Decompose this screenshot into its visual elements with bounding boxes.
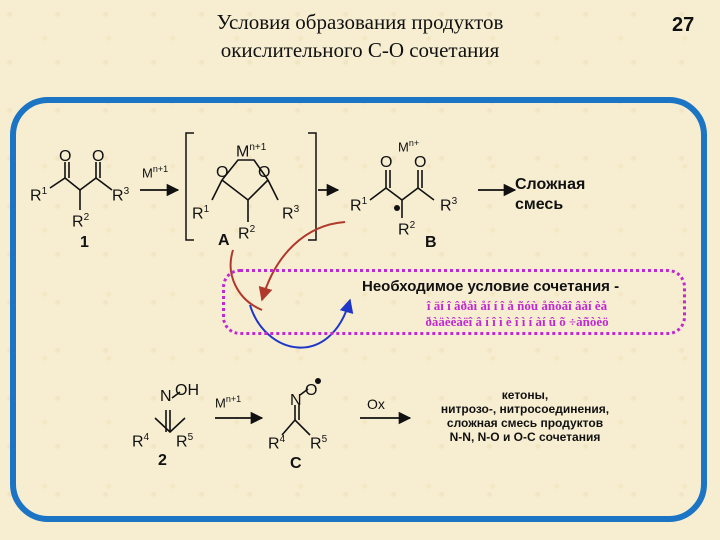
reagent-bottom: Mn+1 [215, 394, 242, 411]
top-products-line1: Сложная [515, 176, 586, 193]
intermediate-B-label: B [425, 234, 437, 251]
intermediate-C-structure [281, 388, 311, 436]
bottom-products-line3: сложная смесь продуктов [446, 416, 604, 430]
compound-2-label: 2 [158, 452, 167, 469]
condition-title: Необходимое условие сочетания - [362, 278, 620, 295]
blue-cycle-arrow [249, 298, 354, 349]
atom-O: O [258, 164, 271, 181]
intermediate-B-structure [369, 170, 435, 218]
atom-O: O [414, 154, 427, 171]
atom-R1: R1 [30, 186, 48, 205]
title-line-2: окислительного С-О сочетания [220, 38, 500, 62]
top-products-line2: смесь [515, 196, 564, 213]
atom-R2: R2 [72, 212, 90, 231]
compound-1-structure [49, 162, 113, 210]
atom-N: N [160, 388, 172, 405]
page-number: 27 [672, 14, 695, 36]
oxidant-label: Ox [367, 396, 385, 412]
bottom-products-line2: нитрозо-, нитросоединения, [440, 402, 610, 416]
intermediate-A-structure [211, 159, 279, 222]
condition-line-2: ðàäèêàëî â í î ì è î ì í àí û õ ÷àñòèö [425, 314, 609, 329]
title-line-1: Условия образования продуктов [216, 10, 504, 34]
scheme-frame [10, 97, 707, 522]
top-products: Сложная смесь [515, 175, 585, 215]
atom-O: O [380, 154, 393, 171]
atom-R3: R3 [282, 204, 300, 223]
atom-R2: R2 [238, 224, 256, 243]
compound-2-structure [154, 391, 186, 434]
atom-OH: OH [175, 382, 199, 399]
atom-R5: R5 [176, 432, 194, 451]
atom-O: O [92, 148, 105, 165]
atom-R3: R3 [112, 186, 130, 205]
radical-dot-C [315, 378, 321, 384]
bracket-left [185, 132, 194, 241]
atom-R4: R4 [132, 432, 150, 451]
intermediate-A-label: A [218, 232, 230, 249]
bracket-right [308, 132, 317, 241]
atom-R5: R5 [310, 434, 328, 453]
atom-R4: R4 [268, 434, 286, 453]
condition-line-1: î äí î âðåì åí í î å ñóù åñòâî âàí èå [426, 298, 608, 313]
red-arrow-B-to-cycle [258, 221, 346, 302]
atom-R2: R2 [398, 220, 416, 239]
atom-N: N [290, 392, 302, 409]
reagent-top: Mn+1 [142, 164, 169, 181]
bottom-products-line4: N-N, N-O и О-С сочетания [449, 430, 601, 444]
slide-title: Условия образования продуктов окислитель… [150, 8, 570, 64]
radical-dot-B [394, 205, 400, 211]
atom-O: O [216, 164, 229, 181]
atom-R3: R3 [440, 196, 458, 215]
bottom-products-line1: кетоны, [501, 388, 549, 402]
atom-O: O [59, 148, 72, 165]
intermediate-C-label: C [290, 455, 302, 472]
condition-box [222, 269, 686, 335]
reagent-B: Mn+ [398, 138, 420, 155]
compound-1-label: 1 [80, 234, 89, 251]
atom-R1: R1 [192, 204, 210, 223]
atom-O: O [305, 382, 318, 399]
bottom-products: кетоны, нитрозо-, нитросоединения, сложн… [415, 388, 635, 444]
reagent-A: Mn+1 [236, 142, 267, 161]
atom-R1: R1 [350, 196, 368, 215]
